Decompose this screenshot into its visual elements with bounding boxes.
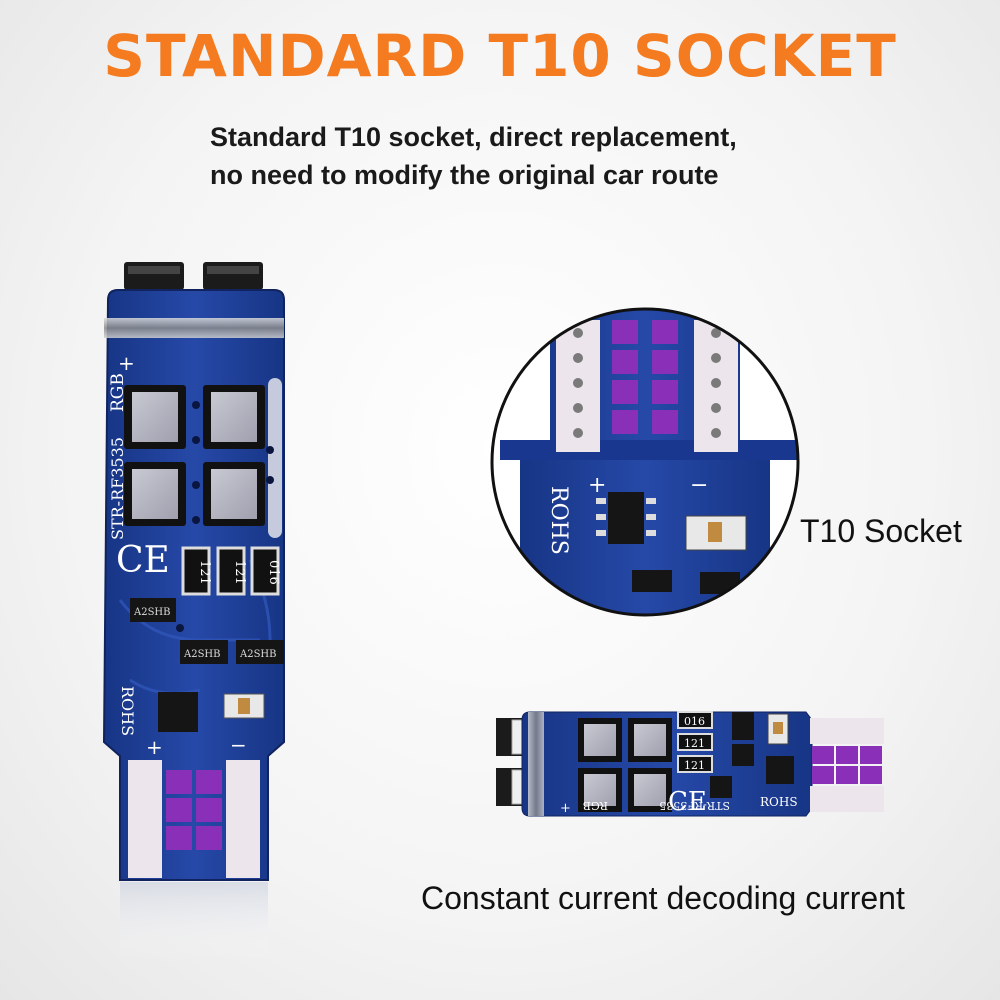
page-title: STANDARD T10 SOCKET xyxy=(103,22,897,90)
resistor xyxy=(181,546,211,596)
plus-label: + xyxy=(146,735,163,759)
current-caption: Constant current decoding current xyxy=(421,880,905,916)
socket-contacts xyxy=(128,760,260,878)
zoom-circle-socket-detail: + − ROHS xyxy=(490,307,800,617)
resistor-label: 016 xyxy=(684,715,705,728)
rgb-led-chip xyxy=(124,385,186,449)
resistor-label: 121 xyxy=(684,737,705,750)
subtitle-line-1: Standard T10 socket, direct replacement, xyxy=(210,122,737,152)
subtitle: Standard T10 socket, direct replacement,… xyxy=(210,118,737,194)
minus-label: − xyxy=(230,733,247,757)
plus-label: + xyxy=(560,801,571,816)
ic-chip xyxy=(236,640,284,664)
subtitle-line-2: no need to modify the original car route xyxy=(210,160,719,190)
minus-label: − xyxy=(690,473,708,498)
ic-chip xyxy=(180,640,228,664)
rohs-label: ROHS xyxy=(546,486,571,555)
ce-mark: CE xyxy=(668,787,707,817)
driver-ic xyxy=(608,492,644,544)
ic-chip xyxy=(130,598,176,622)
resistor xyxy=(250,546,280,596)
chip-label: A2SHB xyxy=(239,649,277,660)
model-label: STR-RF3535 xyxy=(108,437,127,540)
rgb-led-chip xyxy=(203,385,265,449)
plus-label: + xyxy=(118,351,135,375)
resistor xyxy=(216,546,246,596)
rgb-led-chip xyxy=(124,462,186,526)
driver-ic xyxy=(158,692,198,732)
resistor-label: 121 xyxy=(197,560,212,585)
model-label: STR-RF3535 xyxy=(659,799,730,812)
rohs-label: ROHS xyxy=(760,795,798,809)
resistor-label: 121 xyxy=(684,759,705,772)
ce-mark: CE xyxy=(116,540,170,581)
plus-label: + xyxy=(588,473,606,498)
bulb-vertical: + RGB STR-RF3535 CE 121 121 016 A2SHB A2… xyxy=(102,262,285,962)
socket-caption: T10 Socket xyxy=(800,513,962,549)
rgb-led-chip xyxy=(203,462,265,526)
resistor-label: 016 xyxy=(266,560,281,585)
rgb-label: RGB xyxy=(583,799,608,812)
rohs-label: ROHS xyxy=(118,686,137,736)
resistor-label: 121 xyxy=(232,560,247,585)
bulb-horizontal: 016 121 121 CE ROHS + RGB STR-RF3535 xyxy=(496,711,884,817)
rgb-label: RGB xyxy=(108,373,128,412)
chip-label: A2SHB xyxy=(183,649,221,660)
chip-label: A2SHB xyxy=(133,607,171,618)
